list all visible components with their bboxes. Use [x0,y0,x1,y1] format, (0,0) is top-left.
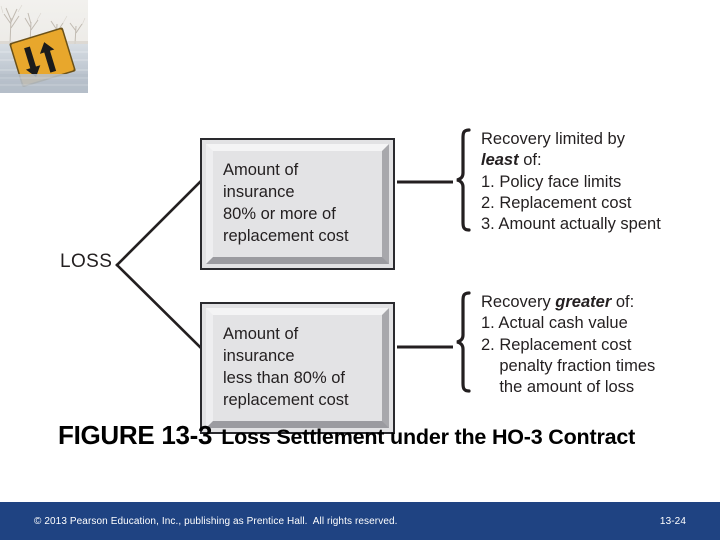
slide-footer: © 2013 Pearson Education, Inc., publishi… [0,502,720,540]
condition-box-line-2: 80% or more of [223,204,336,223]
figure-caption: FIGURE 13-3 Loss Settlement under the HO-… [58,420,635,451]
outcome-heading-line-1: Recovery limited by [481,130,625,148]
outcome-item-2: 2. Replacement cost [481,335,632,354]
outcome-heading-suffix: of: [611,293,635,311]
loss-settlement-diagram: LOSS Amount of insurance 80% or more of … [60,128,661,438]
condition-box-inner: Amount of insurance less than 80% of rep… [206,308,389,428]
condition-box-inner: Amount of insurance 80% or more of repla… [206,144,389,264]
emphasis-least: least [481,151,519,170]
outcome-text-greater: Recovery greater of: 1. Actual cash valu… [481,291,656,396]
connector-loss-to-bottom-box [115,263,202,349]
emphasis-greater: greater [555,293,612,311]
page-number: 13-24 [659,515,686,527]
loss-root-label: LOSS [60,251,113,272]
condition-box-line-2: less than 80% of [223,368,345,387]
curly-brace-icon [456,128,472,232]
outcome-text-least: Recovery limited by least of: 1. Policy … [481,128,661,234]
figure-number: FIGURE 13-3 [58,420,213,450]
outcome-heading-line-1: Recovery greater of: [481,292,655,313]
connector-loss-to-top-box [115,180,202,267]
flooded-road-sign-photo [0,0,88,93]
outcome-item-2-cont-2: the amount of loss [481,378,635,397]
outcome-heading-line-2: least of: [481,150,661,171]
outcome-item-3: 3. Amount actually spent [481,215,661,234]
outcome-heading-suffix: of: [518,151,542,170]
outcome-block-greater: Recovery greater of: 1. Actual cash valu… [456,291,656,396]
outcome-item-2: 2. Replacement cost [481,194,632,213]
outcome-item-1: 1. Policy face limits [481,172,622,191]
outcome-heading-prefix: Recovery [481,293,551,311]
condition-box-line-3: replacement cost [223,226,349,245]
condition-box-line-3: replacement cost [223,390,349,409]
outcome-block-least: Recovery limited by least of: 1. Policy … [456,128,661,234]
outcome-item-2-cont-1: penalty fraction times [481,357,656,376]
condition-box-line-1: Amount of insurance [223,325,299,365]
copyright-text: © 2013 Pearson Education, Inc., publishi… [34,515,398,527]
condition-box-line-1: Amount of insurance [223,161,299,201]
condition-box-80-or-more: Amount of insurance 80% or more of repla… [200,138,399,274]
curly-brace-icon [456,291,472,393]
connector-lines [115,180,453,349]
outcome-item-1: 1. Actual cash value [481,314,628,333]
condition-box-less-than-80: Amount of insurance less than 80% of rep… [200,302,399,438]
flood-photo-artwork [0,0,88,93]
figure-title: Loss Settlement under the HO-3 Contract [221,425,636,449]
